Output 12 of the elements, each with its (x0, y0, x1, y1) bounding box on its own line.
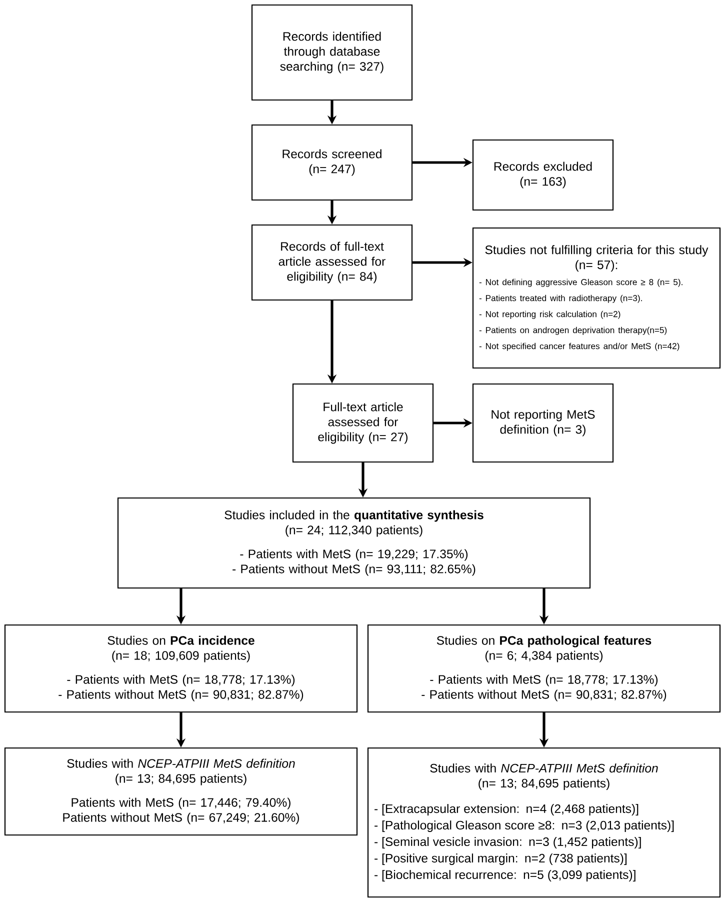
process-box: Studies with NCEP-ATPIII MetS definition (n= 13; 84,695 patients) Patients with MetS (n= 17,446; 79.40%) Patients without MetS (n= 67,249; 21.60%) (4, 747, 358, 836)
process-box: Studies on PCa pathological features (n= 6; 4,384 patients) - Patients with MetS (n= 18,778; 17.13%) - Patients without MetS (n= 90,831; 82.87%) (367, 624, 721, 713)
process-box: Studies on PCa incidence (n= 18; 109,609 patients) - Patients with MetS (n= 18,778; 17.13%) - Patients without MetS (n= 90,831; 82.87%) (4, 624, 358, 713)
process-box: Full-text article assessed for eligibility (n= 27) (292, 383, 434, 463)
process-box: Records identified through database searching (n= 327) (251, 4, 413, 101)
process-box: Records excluded (n= 163) (472, 139, 614, 211)
process-box: Studies with NCEP-ATPIII MetS definition (n= 13; 84,695 patients) - [Extracapsular extension: n=4 (2,468 patients)] - [Pathological Gleason score ≥8: n=3 (2,013 patients)] - [Seminal vesicle invasion: n=3 (1,452 patients)] - [Positive surgical margin: n=2 (738 patients)] - [Biochemical recurrence: n=5 (3,099 patients)] (367, 747, 721, 898)
process-box: Records screened (n= 247) (251, 124, 413, 201)
process-box: Records of full-text article assessed for eligibility (n= 84) (251, 224, 413, 301)
process-box: Not reporting MetS definition (n= 3) (472, 383, 614, 463)
process-box: Studies included in the quantitative synthesis (n= 24; 112,340 patients) - Patients with MetS (n= 19,229; 17.35%) - Patients without MetS (n= 93,111; 82.65%) (117, 497, 591, 589)
process-box: Studies not fulfilling criteria for this study (n= 57): - Not defining aggressive Gleason score ≥ 8 (n= 5). - Patients treated with radiotherapy (n=3). - Not reporting risk calculation (n=2) - Patients on androgen deprivation therapy(n=5) - Not specified cancer features and/or MetS (n=42) (472, 227, 721, 369)
